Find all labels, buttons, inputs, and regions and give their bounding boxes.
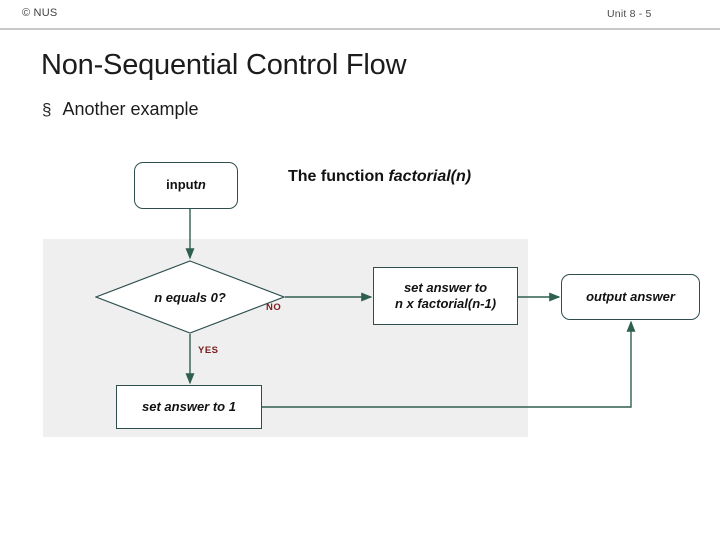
slide-header: © NUS Unit 8 - 5	[0, 0, 720, 29]
flowchart-caption: The function factorial(n)	[288, 168, 471, 186]
flowchart-node-set-answer: set answer to n x factorial(n-1)	[373, 267, 518, 325]
flowchart-node-output: output answer	[561, 274, 700, 320]
flowchart-diagram: The function factorial(n) input n n equa…	[40, 150, 700, 460]
node-input-variable: n	[197, 177, 206, 193]
flowchart-node-decision: n equals 0?	[95, 260, 285, 334]
caption-function-name: factorial(n)	[388, 168, 472, 185]
caption-prefix: The function	[288, 168, 389, 185]
flowchart-node-set-answer-1: set answer to 1	[116, 385, 262, 429]
header-divider	[0, 28, 720, 30]
node-set-answer-line1: set answer to	[403, 279, 488, 295]
node-input-label: input	[166, 177, 198, 193]
bullet-item-label: Another example	[62, 99, 199, 119]
flowchart-node-input: input n	[134, 162, 238, 209]
node-decision-label: n equals 0?	[154, 289, 226, 305]
bullet-item: § Another example	[42, 99, 199, 120]
bullet-marker-icon: §	[42, 100, 52, 119]
node-set-answer-line2: n x factorial(n-1)	[394, 296, 497, 311]
flowchart-edge-label-no: NO	[266, 302, 282, 313]
node-output-label: output answer	[586, 288, 675, 304]
page-title: Non-Sequential Control Flow	[41, 49, 407, 81]
unit-page-label: Unit 8 - 5	[607, 8, 652, 20]
flowchart-edge-label-yes: YES	[198, 345, 219, 356]
node-set-answer-1-label: set answer to 1	[142, 398, 236, 414]
nus-logo: © NUS	[22, 7, 58, 19]
